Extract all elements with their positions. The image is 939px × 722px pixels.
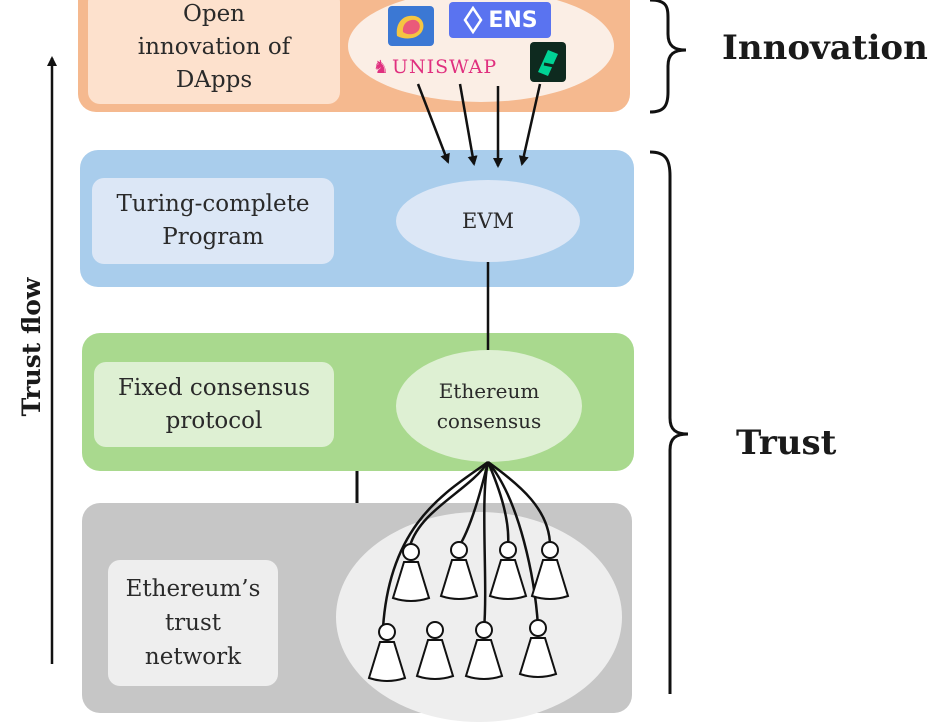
dapp-logo-icon [388, 6, 434, 46]
evm-node: EVM [396, 180, 580, 262]
ethereum-consensus-node: Ethereum consensus [396, 350, 582, 462]
innovation-brace [649, 0, 687, 114]
diagram-connectors: Trust flow [17, 0, 689, 694]
network-label: Ethereum’s trust network [108, 560, 278, 686]
consensus-to-nodes-lines [381, 460, 552, 631]
uniswap-logo: ♞ UNISWAP [364, 52, 506, 82]
person-node-icon [415, 621, 455, 680]
person-node-icon [488, 541, 528, 600]
trust-brace [649, 150, 689, 694]
person-node-icon [367, 623, 407, 682]
person-node-icon [439, 541, 479, 600]
person-node-icon [530, 541, 570, 600]
consensus-label: Fixed consensus protocol [94, 362, 334, 447]
ens-logo-text: ENS [488, 7, 538, 33]
person-node-icon [464, 621, 504, 680]
dapp-to-evm-arrow [458, 83, 478, 166]
person-node-icon [518, 619, 558, 678]
program-label: Turing-complete Program [92, 178, 334, 264]
innovation-label: Open innovation of DApps [88, 0, 340, 104]
uniswap-logo-text: UNISWAP [391, 56, 498, 78]
person-node-icon [391, 543, 431, 602]
ens-icon [463, 6, 483, 34]
dapp-logo-green-icon [530, 42, 566, 82]
trust-flow-label: Trust flow [17, 276, 46, 416]
unicorn-icon: ♞ [372, 56, 389, 78]
dapp-to-evm-arrow [416, 83, 450, 164]
innovation-brace-label: Innovation [722, 28, 928, 68]
dapp-to-evm-arrow [518, 83, 542, 166]
ens-logo: ENS [449, 2, 551, 38]
trust-brace-label: Trust [736, 423, 837, 463]
